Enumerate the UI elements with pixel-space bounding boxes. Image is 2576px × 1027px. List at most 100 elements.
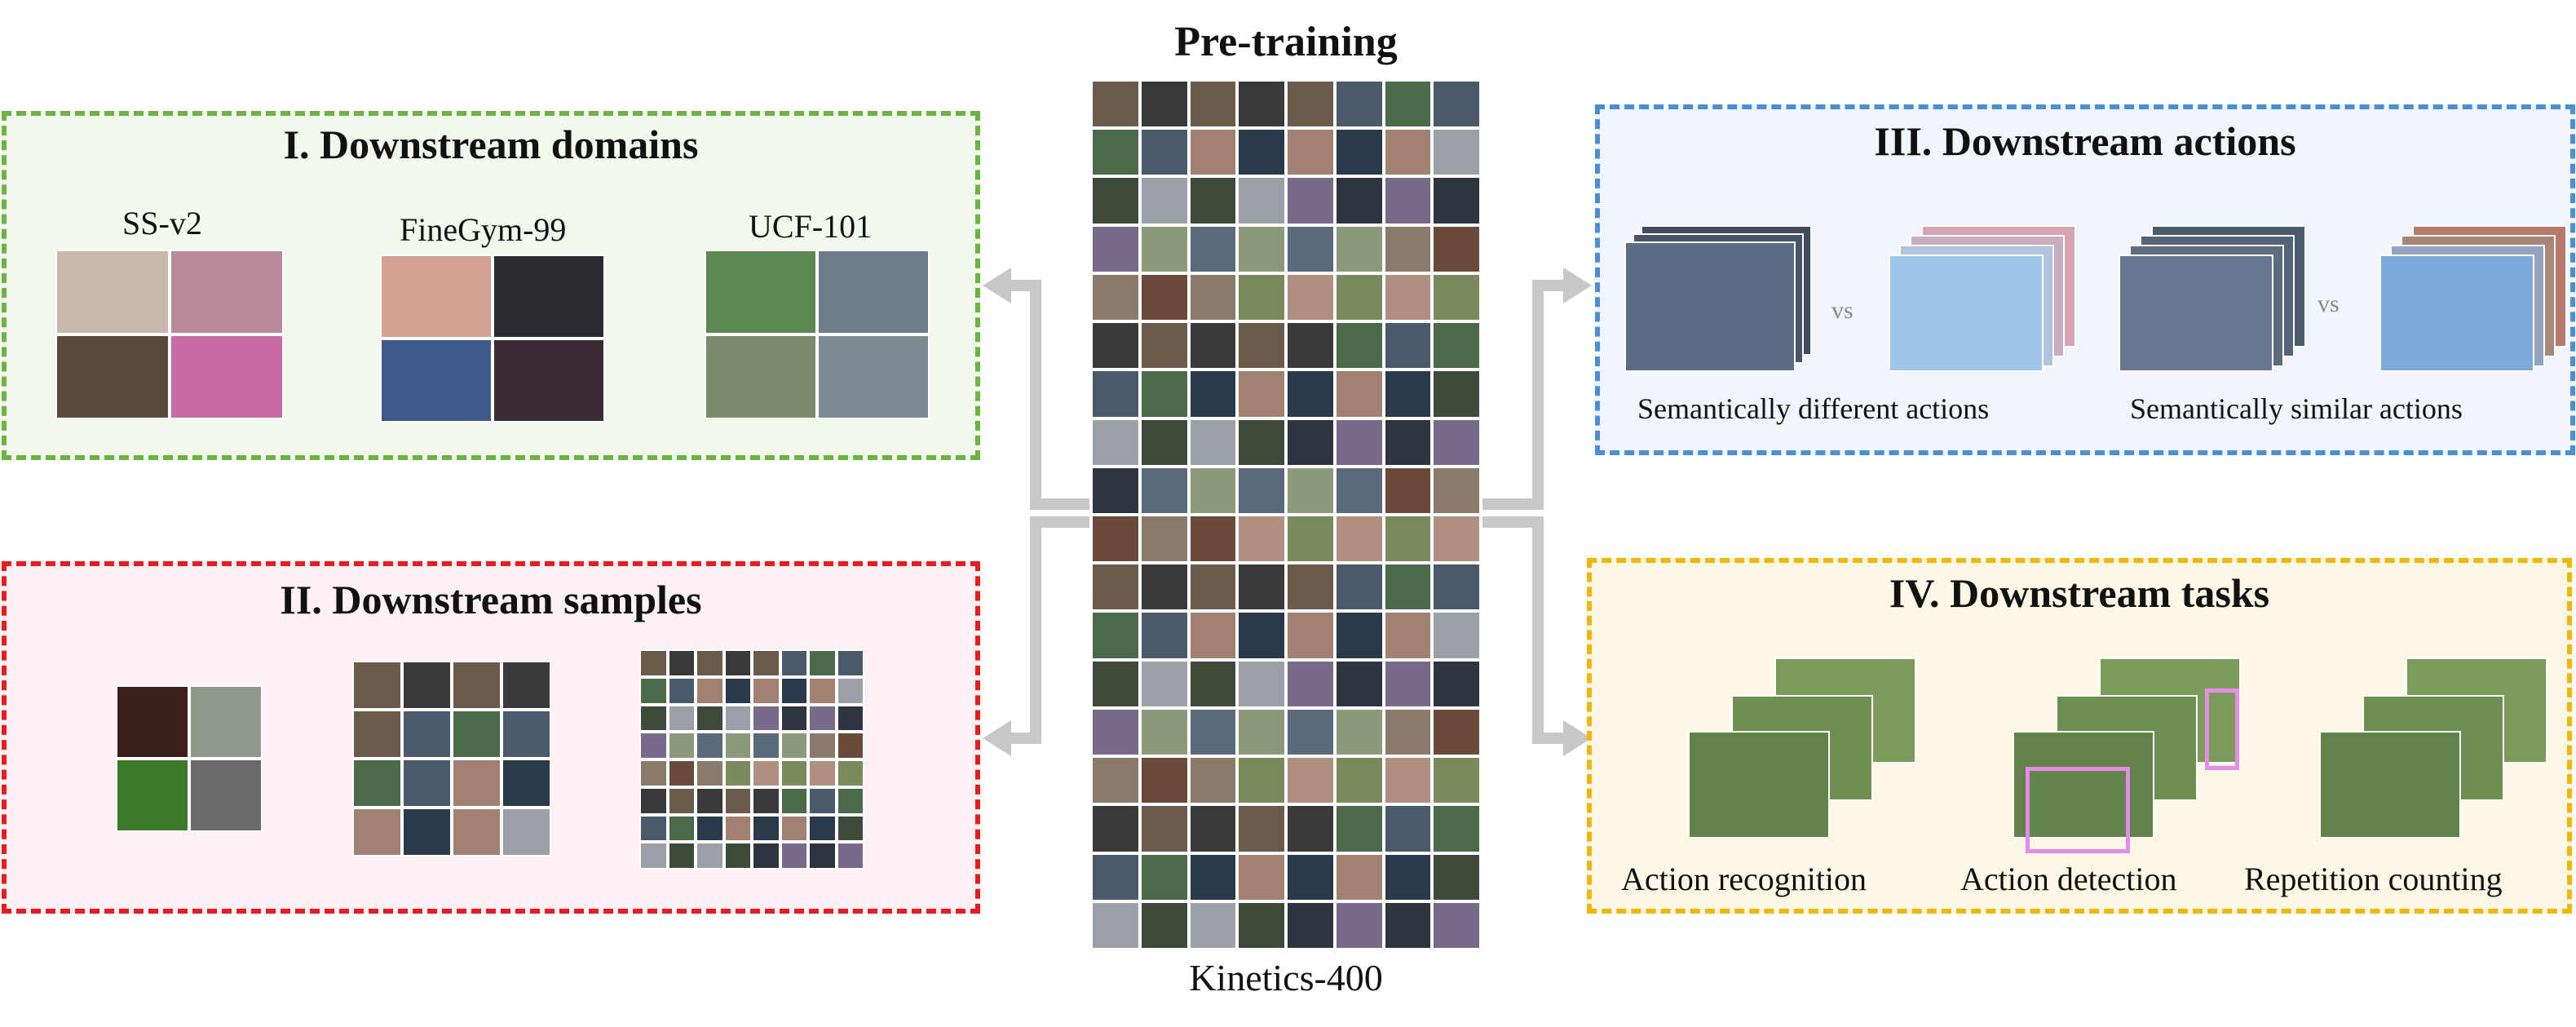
sample-thumbnail (502, 808, 551, 857)
kinetics-thumbnail (1237, 272, 1286, 322)
sample-thumbnail (780, 704, 808, 733)
kinetics-thumbnail (1188, 224, 1238, 273)
kinetics-thumbnail (1188, 514, 1238, 564)
kinetics-thumbnail (1237, 563, 1286, 612)
kinetics-thumbnail (1286, 418, 1335, 467)
kinetics-thumbnail (1091, 224, 1140, 273)
kinetics-thumbnail (1432, 852, 1481, 901)
kinetics-thumbnail (1286, 321, 1335, 370)
kinetics-thumbnail (1334, 852, 1384, 901)
finegym-images (380, 255, 605, 423)
kinetics-thumbnail (1383, 418, 1433, 467)
sample-thumbnail (836, 786, 864, 815)
kinetics-thumbnail (1334, 80, 1384, 129)
kinetics-thumbnail (1237, 901, 1286, 950)
samples-few-images (116, 685, 263, 832)
kinetics-thumbnail (1091, 466, 1140, 515)
kinetics-thumbnail (1237, 128, 1286, 177)
similar-actions-label: Semantically similar actions (2130, 392, 2463, 425)
kinetics-thumbnail (1432, 176, 1481, 225)
kinetics-thumbnail (1286, 563, 1335, 612)
similar-action-frames-b (2379, 225, 2567, 372)
kinetics-thumbnail (1139, 272, 1189, 322)
arrow-to-actions (1482, 280, 1567, 510)
kinetics-thumbnail (1139, 901, 1189, 950)
kinetics-thumbnail (1139, 659, 1189, 708)
sample-thumbnail (808, 649, 837, 677)
sample-thumbnail (502, 710, 551, 759)
sample-thumbnail (752, 814, 780, 843)
kinetics-thumbnail (1334, 804, 1384, 853)
sample-thumbnail (667, 759, 696, 787)
kinetics-thumbnail (1139, 804, 1189, 853)
sample-thumbnail (836, 842, 864, 870)
sample-thumbnail (723, 786, 752, 815)
sample-thumbnail (808, 676, 837, 705)
task-label-counting: Repetition counting (2244, 861, 2503, 897)
kinetics-thumbnail (1286, 852, 1335, 901)
kinetics-thumbnail (1188, 176, 1238, 225)
kinetics-thumbnail (1091, 128, 1140, 177)
detection-bounding-box (2026, 767, 2130, 853)
vs-label-different: vs (1831, 297, 1854, 324)
sample-thumbnail (780, 814, 808, 843)
kinetics-thumbnail (1383, 176, 1433, 225)
kinetics-thumbnail (1383, 466, 1433, 515)
panel-title: III. Downstream actions (1874, 118, 2296, 164)
samples-many-images (639, 649, 864, 870)
kinetics-thumbnail (1383, 804, 1433, 853)
sample-thumbnail (808, 732, 837, 759)
kinetics-thumbnail (1237, 756, 1286, 805)
sample-thumbnail (639, 649, 668, 677)
sample-thumbnail (696, 704, 724, 733)
kinetics-thumbnail (1432, 901, 1481, 950)
kinetics-thumbnail (1091, 80, 1140, 129)
sample-thumbnail (808, 759, 837, 787)
sample-thumbnail (452, 710, 502, 759)
dataset-label-ucf101: UCF-101 (749, 208, 873, 245)
kinetics-thumbnail (1334, 224, 1384, 273)
arrow-to-tasks (1482, 516, 1567, 744)
kinetics-thumbnail (1432, 756, 1481, 805)
kinetics-thumbnail (1091, 756, 1140, 805)
kinetics-thumbnail (1432, 563, 1481, 612)
sample-thumbnail (667, 786, 696, 815)
sample-thumbnail (723, 842, 752, 870)
kinetics-thumbnail (1237, 224, 1286, 273)
sample-thumbnail (402, 759, 452, 808)
kinetics-thumbnail (1432, 659, 1481, 708)
kinetics-thumbnail (1286, 707, 1335, 757)
sample-thumbnail (836, 759, 864, 787)
sample-thumbnail (780, 676, 808, 705)
sample-thumbnail (639, 814, 668, 843)
kinetics-thumbnail (1139, 176, 1189, 225)
sample-thumbnail (723, 649, 752, 677)
sample-thumbnail (667, 842, 696, 870)
kinetics-thumbnail (1383, 514, 1433, 564)
kinetics-thumbnail (1432, 707, 1481, 757)
kinetics-thumbnail (1432, 128, 1481, 177)
arrow-to-samples (1005, 516, 1089, 744)
kinetics-thumbnail (1432, 514, 1481, 564)
kinetics-thumbnail (1237, 370, 1286, 418)
kinetics-thumbnail (1139, 466, 1189, 515)
dataset-label-ssv2: SS-v2 (122, 205, 202, 241)
kinetics-thumbnail (1188, 563, 1238, 612)
kinetics-thumbnail (1188, 707, 1238, 757)
kinetics-thumbnail (1432, 804, 1481, 853)
kinetics-thumbnail (1237, 80, 1286, 129)
kinetics-thumbnail (1432, 466, 1481, 515)
kinetics-thumbnail (1188, 804, 1238, 853)
kinetics-thumbnail (1334, 659, 1384, 708)
sample-thumbnail (723, 676, 752, 705)
kinetics-thumbnail (1383, 852, 1433, 901)
kinetics-thumbnail (1188, 611, 1238, 660)
sample-thumbnail (808, 842, 837, 870)
kinetics-thumbnail (1091, 611, 1140, 660)
sample-thumbnail (836, 732, 864, 759)
sample-thumbnail (352, 759, 402, 808)
kinetics-thumbnail (1091, 852, 1140, 901)
detection-bounding-box (2205, 688, 2239, 770)
kinetics-thumbnail (1139, 128, 1189, 177)
sample-thumbnail (696, 759, 724, 787)
